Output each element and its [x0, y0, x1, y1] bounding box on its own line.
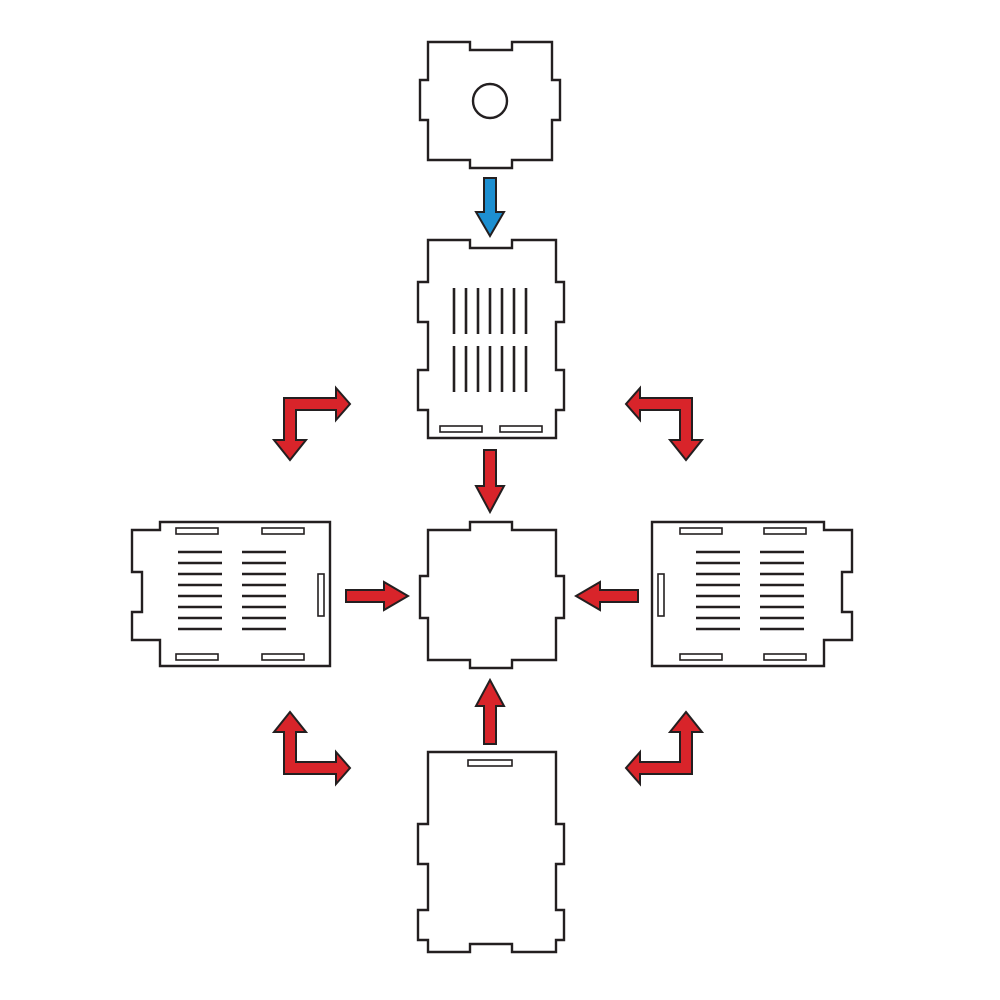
back-panel-vents-lower: [452, 346, 528, 392]
right-panel-slot: [679, 653, 723, 661]
top-panel: [418, 40, 562, 170]
back-panel-outline: [416, 238, 566, 440]
back-panel-vents-upper: [452, 288, 528, 334]
right-panel: [650, 520, 854, 668]
arrow-back-to-base: [474, 449, 506, 515]
right-panel-vents: [696, 550, 804, 631]
left-panel: [130, 520, 332, 668]
left-panel-vents: [178, 550, 286, 631]
base-panel: [418, 520, 566, 670]
base-panel-outline: [418, 520, 566, 670]
arrow-front-to-base: [474, 677, 506, 745]
front-panel-slot: [467, 759, 513, 767]
arrow-left-to-base: [345, 580, 410, 612]
left-panel-outline: [130, 520, 332, 668]
right-panel-outline: [650, 520, 854, 668]
fold-arrow-upper-left: [271, 385, 352, 462]
back-panel-slot: [439, 425, 483, 433]
left-panel-slot: [317, 573, 325, 617]
fold-arrow-lower-left: [271, 710, 352, 787]
left-panel-slot: [261, 653, 305, 661]
right-panel-slot: [679, 527, 723, 535]
left-panel-slot: [175, 653, 219, 661]
arrow-right-to-base: [574, 580, 639, 612]
left-panel-slot: [261, 527, 305, 535]
arrow-top-to-back: [474, 177, 506, 238]
fold-arrow-lower-right: [624, 710, 705, 787]
lid-hole: [471, 82, 509, 120]
fold-arrow-upper-right: [624, 385, 705, 462]
back-panel: [416, 238, 566, 440]
back-panel-slot: [499, 425, 543, 433]
right-panel-slot: [763, 653, 807, 661]
right-panel-slot: [763, 527, 807, 535]
front-panel-outline: [416, 750, 566, 954]
right-panel-slot: [657, 573, 665, 617]
left-panel-slot: [175, 527, 219, 535]
front-panel: [416, 750, 566, 954]
